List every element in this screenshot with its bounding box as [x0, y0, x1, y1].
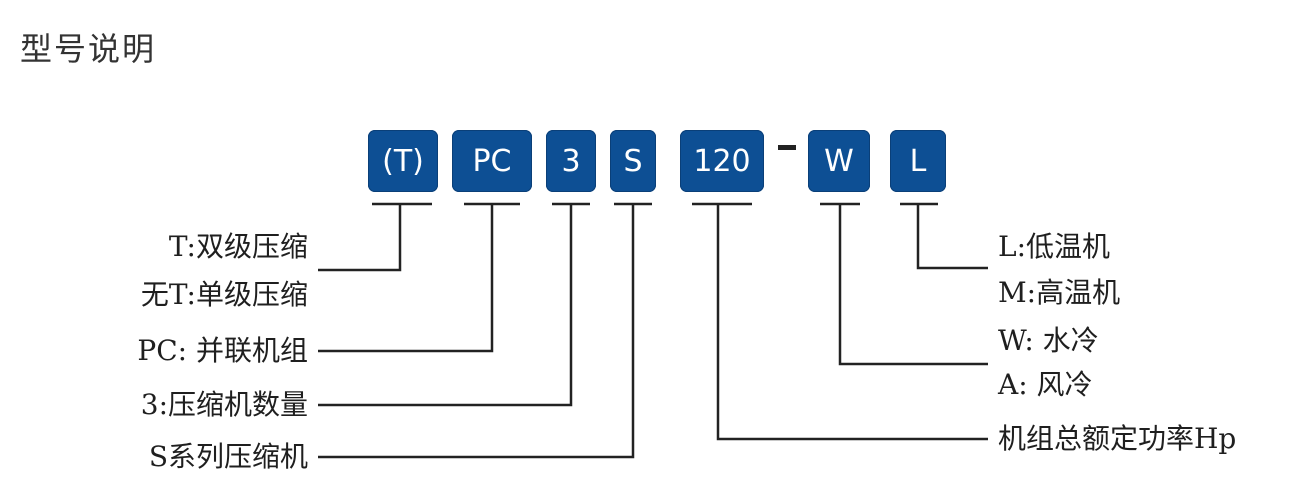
leader-series [318, 204, 635, 459]
page-title: 型号说明 [20, 30, 157, 68]
label-pc: PC: 并联机组 [137, 334, 308, 367]
label-water-cooled: W: 水冷 [998, 324, 1099, 357]
code-box-pc: PC [452, 130, 532, 192]
label-quantity: 3:压缩机数量 [140, 388, 308, 421]
code-box-series: S [610, 130, 656, 192]
label-series: S系列压缩机 [148, 440, 308, 473]
code-box-cooling: W [808, 130, 870, 192]
label-t-single-stage: 无T:单级压缩 [140, 278, 308, 311]
separator-dash [778, 145, 796, 150]
label-air-cooled: A: 风冷 [998, 368, 1093, 401]
code-box-temperature: L [890, 130, 946, 192]
label-total-power: 机组总额定功率Hp [998, 422, 1237, 455]
code-box-t: (T) [368, 130, 438, 192]
leader-pc [318, 204, 494, 353]
leader-quantity [318, 204, 573, 407]
leader-t [318, 204, 402, 272]
code-box-quantity: 3 [546, 130, 596, 192]
label-high-temp: M:高温机 [998, 276, 1121, 309]
leader-temperature [916, 204, 988, 270]
leader-power [716, 204, 988, 441]
label-t-double-stage: T:双级压缩 [168, 230, 308, 263]
label-low-temp: L:低温机 [998, 230, 1111, 263]
code-box-power: 120 [680, 130, 764, 192]
leader-cooling [838, 204, 988, 366]
